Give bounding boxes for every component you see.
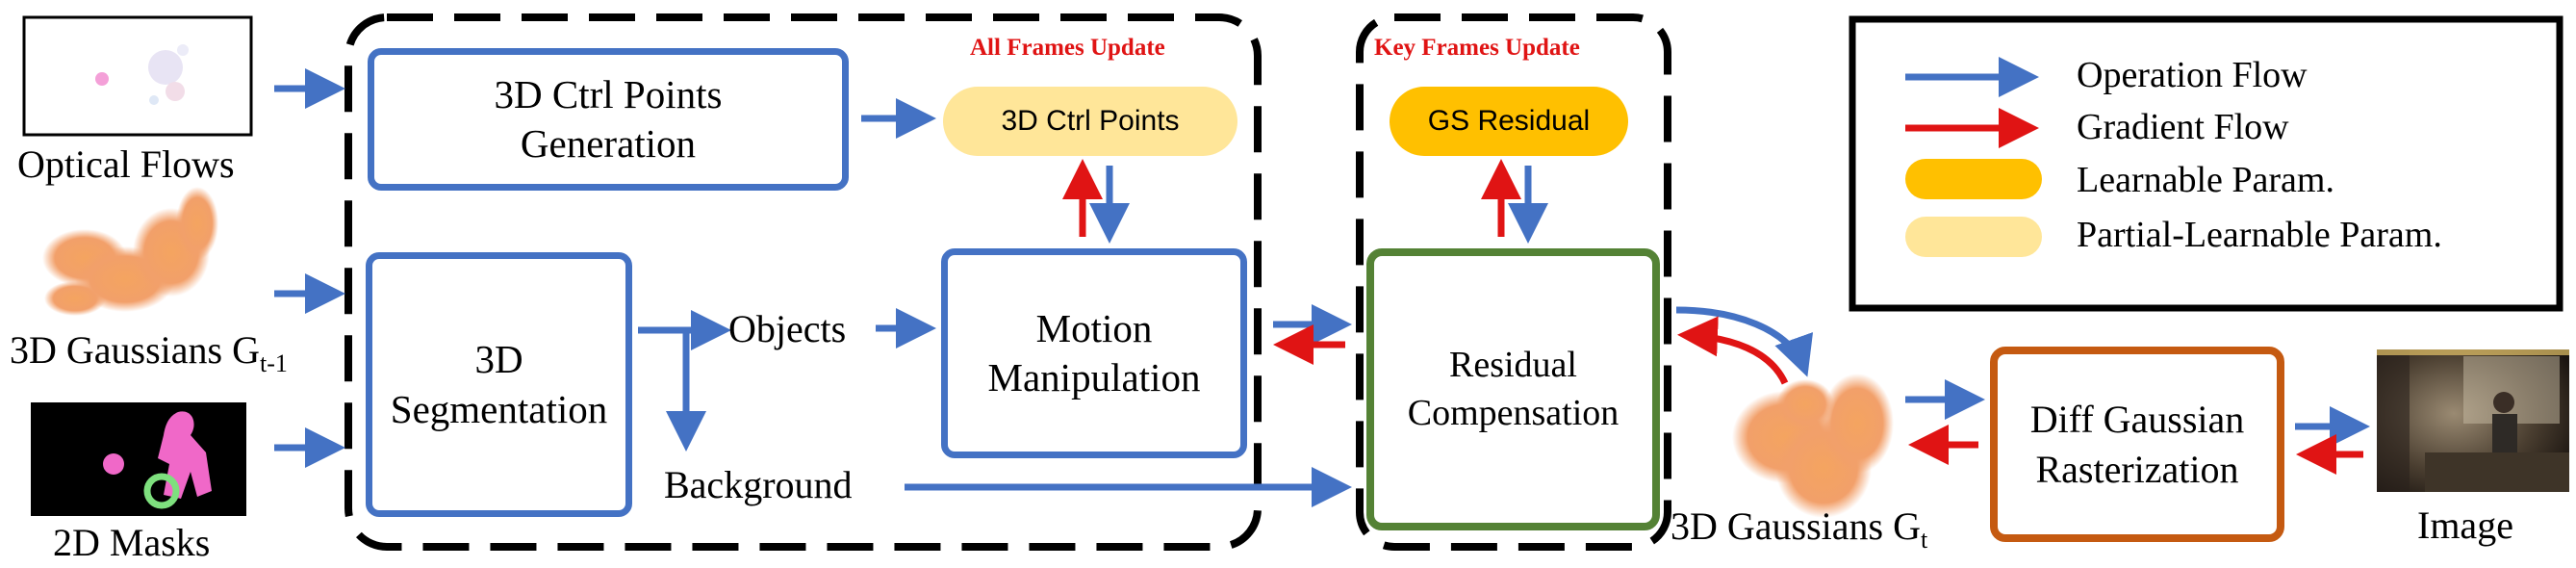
residual-line2: Compensation <box>1407 392 1620 433</box>
gs-residual-param: GS Residual <box>1390 87 1628 156</box>
gaussians-prev-label: 3D Gaussians Gt-1 <box>10 327 288 378</box>
gaussians-t-label-base: 3D Gaussians G <box>1671 504 1921 548</box>
gaussians-prev-image <box>42 187 218 316</box>
ctrl-points-generation-box: 3D Ctrl Points Generation <box>368 48 849 191</box>
gradient-flow-arrows <box>1062 108 2363 475</box>
segmentation-line2: Segmentation <box>390 386 608 431</box>
rasterization-box: Diff Gaussian Rasterization <box>1990 347 2284 542</box>
residual-compensation-box: Residual Compensation <box>1366 248 1660 530</box>
legend-partial-learnable-param: Partial-Learnable Param. <box>2077 215 2442 255</box>
image-label: Image <box>2417 503 2513 547</box>
motion-line1: Motion <box>1035 305 1153 350</box>
optical-flows-label: Optical Flows <box>17 142 235 186</box>
output-image <box>2377 349 2569 492</box>
legend-gradient-flow: Gradient Flow <box>2077 107 2289 147</box>
ctrl-points-param: 3D Ctrl Points <box>943 87 1237 156</box>
motion-line2: Manipulation <box>987 355 1201 400</box>
legend-operation-flow: Operation Flow <box>2077 55 2308 95</box>
mask-image <box>31 402 246 516</box>
gaussians-prev-label-sub: t-1 <box>259 349 288 377</box>
partial-learnable-param-swatch <box>1905 217 2042 257</box>
segmentation-box: 3D Segmentation <box>366 252 632 517</box>
gaussians-t-image <box>1732 374 1894 518</box>
background-label: Background <box>664 463 853 506</box>
learnable-param-swatch <box>1905 159 2042 199</box>
gaussians-t-label: 3D Gaussians Gt <box>1671 503 1927 555</box>
all-frames-group <box>344 13 1262 551</box>
motion-manipulation-box: Motion Manipulation <box>941 248 1247 458</box>
objects-label: Objects <box>728 307 847 350</box>
ctrl-points-generation-line2: Generation <box>520 121 697 166</box>
optical-flow-image <box>22 15 253 137</box>
segmentation-line1: 3D <box>474 337 523 382</box>
all-frames-title: All Frames Update <box>970 35 1165 61</box>
ctrl-points-generation-line1: 3D Ctrl Points <box>494 71 723 116</box>
legend-learnable-param: Learnable Param. <box>2077 160 2334 200</box>
rasterization-line1: Diff Gaussian <box>2029 397 2245 441</box>
rasterization-line2: Rasterization <box>2035 447 2239 491</box>
masks-2d-label: 2D Masks <box>53 521 211 564</box>
key-frames-title: Key Frames Update <box>1374 35 1580 61</box>
gaussians-prev-label-base: 3D Gaussians G <box>10 328 260 372</box>
gaussians-t-label-sub: t <box>1920 526 1928 554</box>
residual-line1: Residual <box>1449 345 1577 386</box>
legend-frame <box>1849 15 2563 312</box>
